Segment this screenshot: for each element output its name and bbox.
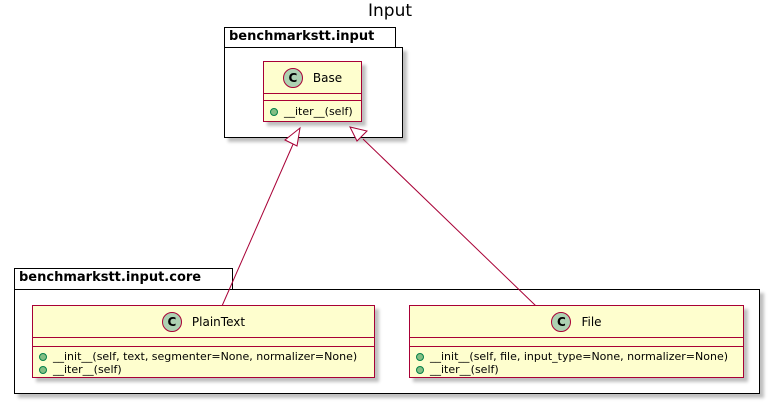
class-badge-icon: C <box>282 67 303 88</box>
class-badge-icon: C <box>161 311 182 332</box>
public-method-icon <box>416 352 424 361</box>
class-name: Base <box>312 70 343 85</box>
method-row: __iter__(self) <box>416 363 737 376</box>
public-method-icon <box>270 107 278 116</box>
public-method-icon <box>416 365 424 374</box>
class-file[interactable]: C File __init__(self, file, input_type=N… <box>409 305 744 378</box>
file-to-base-line <box>362 138 537 307</box>
public-method-icon <box>39 365 47 374</box>
public-method-icon <box>39 352 47 361</box>
class-base[interactable]: C Base __iter__(self) <box>263 61 362 122</box>
class-badge-icon: C <box>551 311 572 332</box>
plaintext-inheritance-arrow <box>284 126 301 147</box>
package-core-tab: benchmarkstt.input.core <box>14 268 233 290</box>
diagram-title: Input <box>367 1 413 21</box>
class-plaintext[interactable]: C PlainText __init__(self, text, segment… <box>32 305 375 378</box>
method-row: __iter__(self) <box>39 363 368 376</box>
file-inheritance-arrow <box>349 126 368 142</box>
plaintext-to-base-line <box>221 141 295 307</box>
method-row: __init__(self, text, segmenter=None, nor… <box>39 350 368 363</box>
method-row: __iter__(self) <box>270 105 355 118</box>
class-name: File <box>581 314 602 329</box>
class-name: PlainText <box>191 314 246 329</box>
method-row: __init__(self, file, input_type=None, no… <box>416 350 737 363</box>
package-input-tab: benchmarkstt.input <box>224 27 396 48</box>
